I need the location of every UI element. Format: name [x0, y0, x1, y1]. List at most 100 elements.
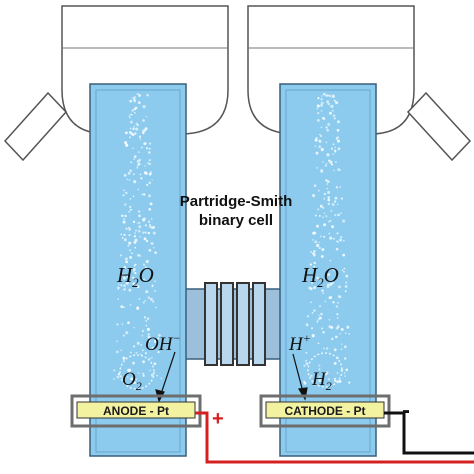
gas-bubble — [149, 202, 153, 206]
gas-bubble — [138, 298, 141, 300]
gas-bubble — [322, 331, 325, 334]
gas-bubble — [137, 253, 140, 257]
gas-bubble — [121, 376, 124, 379]
gas-bubble — [148, 194, 151, 198]
gas-bubble — [327, 180, 330, 183]
gas-bubble — [149, 172, 152, 175]
gas-bubble — [133, 240, 137, 244]
gas-bubble — [316, 224, 319, 228]
gas-bubble — [121, 214, 124, 218]
gas-bubble — [123, 284, 126, 288]
gas-bubble — [150, 218, 153, 220]
right-holder-arm — [406, 91, 472, 162]
gas-bubble — [305, 323, 309, 327]
cathode-electrode: CATHODE - Pt — [259, 394, 391, 428]
gas-bubble — [325, 371, 329, 375]
gas-bubble — [156, 374, 158, 377]
gas-bubble — [317, 319, 319, 321]
gas-bubble — [138, 210, 141, 213]
gas-bubble — [129, 113, 132, 116]
gas-bubble — [131, 113, 133, 116]
gas-bubble — [333, 169, 335, 172]
gas-bubble — [132, 380, 136, 385]
gas-bubble — [320, 101, 324, 105]
gas-bubble — [318, 376, 321, 378]
gas-bubble — [129, 120, 133, 124]
gas-bubble — [151, 178, 153, 181]
gas-bubble — [310, 327, 314, 330]
gas-bubble — [141, 329, 145, 333]
gas-bubble — [127, 244, 130, 247]
gas-bubble — [149, 163, 152, 165]
gas-bubble — [327, 190, 331, 194]
anode-plate — [76, 401, 196, 419]
gas-bubble — [346, 325, 350, 329]
gas-bubble — [334, 379, 337, 383]
gas-bubble — [313, 253, 316, 257]
gas-bubble — [119, 254, 122, 257]
left-holder-arm — [3, 91, 68, 162]
gas-bubble — [318, 139, 322, 143]
gas-bubble — [146, 327, 150, 331]
cathode-frame — [259, 394, 391, 428]
gas-bubble — [312, 239, 314, 241]
gas-bubble — [142, 105, 146, 109]
gas-bubble — [331, 109, 334, 112]
gas-bubble — [311, 334, 315, 338]
gas-bubble — [142, 374, 145, 377]
gas-bubble — [157, 351, 160, 354]
gas-bubble — [120, 284, 123, 287]
gas-bubble — [313, 261, 316, 264]
gas-bubble — [316, 320, 319, 323]
gas-bubble — [321, 116, 325, 120]
gas-bubble — [312, 194, 316, 198]
gas-bubble — [141, 129, 145, 133]
hydrogen-bubble-cluster — [307, 352, 343, 388]
gas-bubble — [143, 278, 145, 281]
gas-bubble — [149, 170, 152, 173]
gas-bubble — [124, 141, 128, 145]
gas-bubble — [316, 276, 320, 280]
gas-bubble — [331, 163, 334, 166]
gas-bubble — [348, 333, 351, 335]
gas-bubble — [149, 369, 151, 372]
gas-bubble — [309, 263, 312, 266]
positive-wire — [195, 411, 474, 464]
gas-bubble — [136, 165, 139, 167]
gas-bubble — [316, 243, 320, 248]
gas-bubble — [329, 282, 333, 286]
gas-bubble — [328, 159, 331, 162]
gas-bubble — [337, 213, 340, 217]
gas-bubble — [141, 193, 143, 196]
gas-bubble — [147, 231, 151, 235]
gas-bubble — [132, 361, 135, 365]
gas-bubble — [139, 173, 142, 176]
oxygen-bubble-cluster — [119, 354, 155, 390]
gas-bubble — [126, 376, 129, 378]
gas-bubble — [129, 99, 133, 103]
gas-bubble — [305, 362, 309, 366]
gas-bubble — [136, 306, 140, 310]
gas-bubble — [337, 120, 340, 124]
gas-bubble — [147, 333, 150, 336]
gas-bubble — [137, 151, 140, 154]
gas-bubble — [121, 236, 124, 239]
gas-bubble — [328, 296, 332, 300]
gas-bubble — [132, 268, 136, 271]
gas-bubble — [323, 192, 327, 196]
right-water-formula: H2O — [301, 263, 339, 290]
gas-bubble — [134, 232, 136, 234]
gas-bubble — [308, 286, 312, 290]
gas-bubble — [326, 285, 330, 289]
gas-bubble — [147, 162, 150, 165]
gas-bubble — [142, 193, 146, 196]
gas-bubble — [344, 375, 346, 377]
gas-bubble — [314, 145, 317, 147]
gas-bubble — [133, 345, 136, 348]
gas-bubble — [127, 171, 131, 175]
gas-bubble — [325, 126, 328, 129]
gas-bubble — [134, 246, 137, 249]
gas-bubble — [123, 218, 125, 220]
gas-bubble — [327, 378, 330, 381]
gas-bubble — [145, 290, 149, 294]
